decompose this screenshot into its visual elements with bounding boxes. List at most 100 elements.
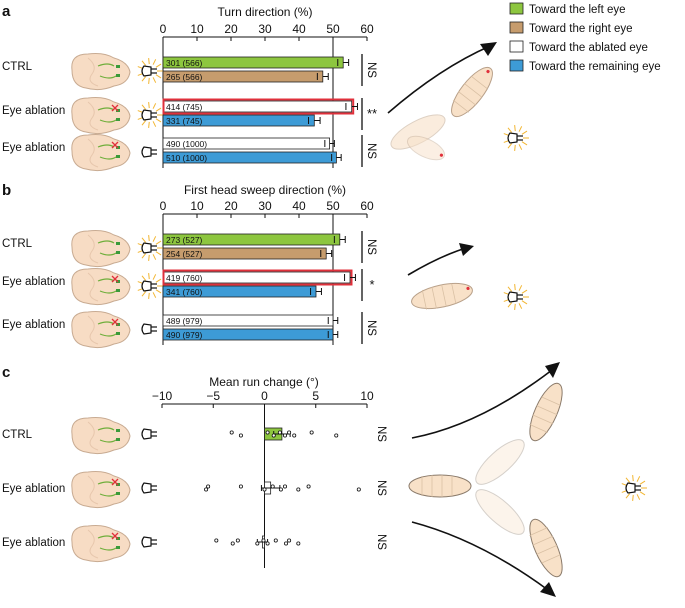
light-ray — [636, 494, 641, 500]
larva-brain-icon — [71, 417, 131, 455]
light-ray — [632, 494, 634, 501]
light-ray — [625, 493, 631, 499]
significance-label: NS — [365, 320, 377, 336]
panel-letter-c: c — [2, 364, 10, 381]
ablation-cross-icon — [111, 275, 119, 283]
light-ray — [141, 76, 147, 82]
light-ray — [148, 58, 150, 65]
bar-count-label: 419 (760) — [166, 273, 203, 283]
larva-brain-icon — [71, 268, 131, 306]
light-ray — [507, 143, 513, 149]
legend-label-ablated-eye: Toward the ablated eye — [529, 42, 648, 54]
data-point — [273, 538, 278, 543]
arrowhead-icon — [540, 582, 556, 597]
light-ray — [514, 125, 516, 132]
light-source-icon — [621, 475, 647, 501]
ablation-cross-icon — [111, 318, 119, 326]
bar-count-label: 490 (979) — [166, 330, 203, 340]
x-tick-label: 40 — [292, 199, 306, 213]
eye-marker — [116, 242, 120, 245]
neuron-trace — [97, 427, 117, 443]
brain-fold — [87, 272, 99, 302]
bulb-icon — [141, 242, 152, 254]
data-point — [238, 433, 243, 438]
x-tick-label: 10 — [360, 389, 374, 403]
group-label: Eye ablation — [2, 537, 65, 549]
group-label: Eye ablation — [2, 276, 65, 288]
light-ray — [148, 273, 150, 280]
bar-count-label: 414 (745) — [166, 102, 203, 112]
group-label: Eye ablation — [2, 105, 65, 117]
light-ray — [155, 74, 162, 79]
panel-letter-a: a — [2, 3, 11, 20]
significance-label: NS — [365, 239, 377, 255]
larva-brain-icon — [71, 97, 131, 135]
light-ray — [152, 121, 157, 127]
x-tick-label: 10 — [190, 22, 204, 36]
legend-swatch-remaining-eye — [509, 59, 524, 72]
x-tick-label: 30 — [258, 22, 272, 36]
eye-marker — [116, 332, 120, 335]
arrowhead-icon — [459, 243, 474, 256]
bar-count-label: 265 (566) — [166, 72, 203, 82]
significance-label: NS — [375, 534, 387, 550]
neuron-trace — [97, 240, 117, 256]
data-point — [270, 484, 275, 489]
brain-outline — [71, 525, 131, 563]
light-ray — [152, 292, 157, 298]
light-ray — [141, 291, 147, 297]
eye-marker — [116, 438, 120, 441]
x-tick-label: −5 — [206, 389, 220, 403]
ablation-cross-icon — [111, 104, 119, 112]
brain-outline — [71, 97, 131, 135]
bar-count-label: 489 (979) — [166, 316, 203, 326]
light-ray — [514, 303, 516, 310]
data-point — [261, 538, 266, 543]
eye-marker — [116, 155, 120, 158]
brain-fold — [87, 475, 99, 505]
light-ray — [148, 254, 150, 261]
data-point — [309, 430, 314, 435]
light-ray — [632, 475, 634, 482]
brain-outline — [71, 417, 131, 455]
bar-count-label: 254 (527) — [166, 249, 203, 259]
light-ray — [639, 491, 646, 496]
light-ray — [148, 102, 150, 109]
light-source-icon — [503, 284, 529, 310]
data-point — [296, 487, 301, 492]
significance-label: NS — [365, 62, 377, 78]
data-point — [287, 538, 292, 543]
light-ray — [521, 141, 528, 146]
larva-brain-icon — [71, 53, 131, 91]
light-ray — [148, 121, 150, 128]
significance-label: ** — [367, 106, 377, 121]
light-ray — [155, 63, 162, 68]
data-point — [255, 541, 260, 546]
light-ray — [639, 480, 646, 485]
data-point — [356, 487, 361, 492]
light-ray — [636, 476, 641, 482]
x-tick-label: 30 — [258, 199, 272, 213]
brain-fold — [87, 421, 99, 451]
significance-label: NS — [375, 480, 387, 496]
larva-brain-icon — [71, 230, 131, 268]
light-ray — [141, 104, 147, 110]
legend: Toward the left eye Toward the right eye… — [509, 2, 661, 73]
eye-marker — [116, 251, 120, 254]
bulb-icon — [141, 146, 152, 158]
data-point — [277, 430, 282, 435]
bar-count-label: 273 (527) — [166, 235, 203, 245]
light-ray — [625, 477, 631, 483]
light-source-icon — [141, 323, 157, 335]
x-tick-label: 0 — [160, 199, 167, 213]
data-point — [284, 541, 289, 546]
light-source-icon — [503, 125, 529, 151]
bulb-icon — [141, 109, 152, 121]
brain-fold — [87, 101, 99, 131]
larva-brain-icon — [71, 134, 131, 172]
light-ray — [148, 292, 150, 299]
panel-a-axis-title: Turn direction (%) — [218, 5, 313, 19]
brain-outline — [71, 230, 131, 268]
data-point — [230, 541, 235, 546]
data-point — [306, 484, 311, 489]
